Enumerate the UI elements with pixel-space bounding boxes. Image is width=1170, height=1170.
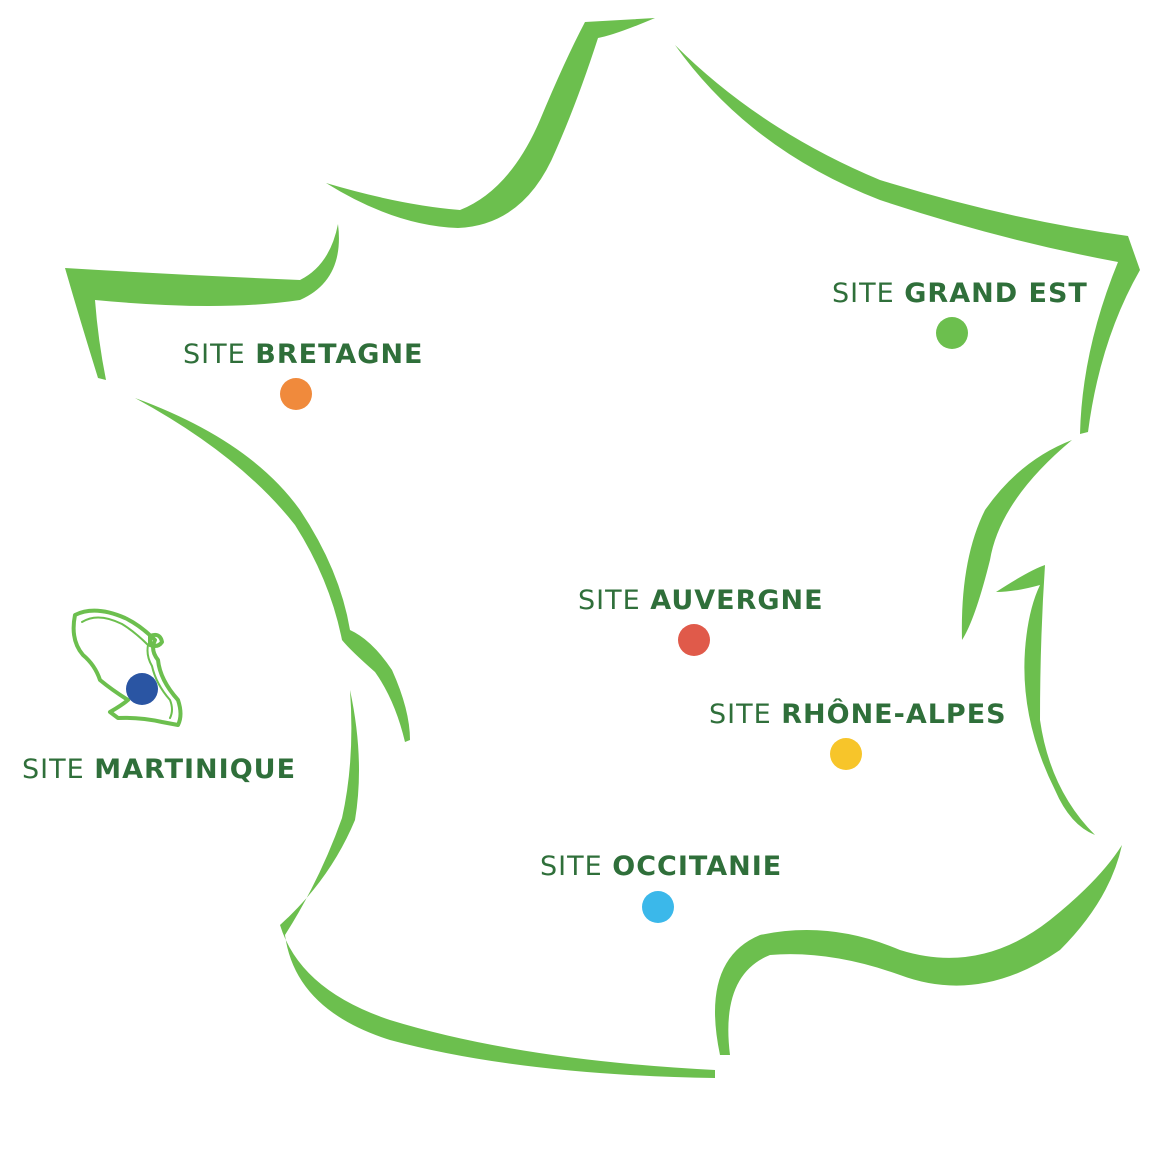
martinique-inner-outline <box>81 616 173 719</box>
outline-jura <box>961 440 1072 640</box>
outline-southwest <box>280 690 715 1078</box>
outline-mediterranean <box>715 845 1122 1055</box>
site-marker-rhone-alpes[interactable] <box>830 738 862 770</box>
site-marker-grand-est[interactable] <box>936 317 968 349</box>
outline-atlantic <box>135 398 410 742</box>
site-marker-martinique[interactable] <box>126 673 158 705</box>
martinique-outline <box>71 608 183 727</box>
outline-northeast <box>675 45 1140 434</box>
site-marker-bretagne[interactable] <box>280 378 312 410</box>
site-marker-auvergne[interactable] <box>678 624 710 656</box>
site-label-auvergne: SITE AUVERGNE <box>578 585 824 616</box>
outline-brittany <box>65 224 339 380</box>
site-label-occitanie: SITE OCCITANIE <box>540 851 783 882</box>
site-label-rhone-alpes: SITE RHÔNE-ALPES <box>709 699 1007 730</box>
outline-alps <box>996 565 1095 835</box>
site-label-bretagne: SITE BRETAGNE <box>183 339 424 370</box>
site-label-grand-est: SITE GRAND EST <box>832 278 1088 309</box>
martinique-islet <box>148 632 164 648</box>
site-marker-occitanie[interactable] <box>642 891 674 923</box>
outline-normandy <box>326 18 655 228</box>
site-label-martinique: SITE MARTINIQUE <box>22 754 297 785</box>
